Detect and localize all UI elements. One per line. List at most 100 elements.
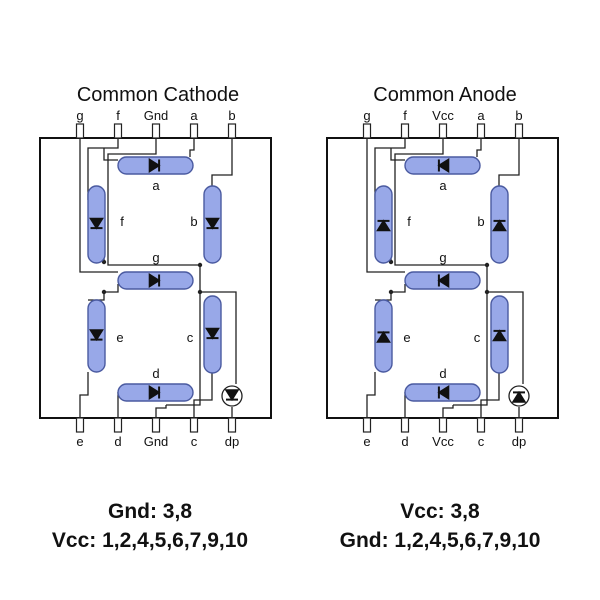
bottom-pin <box>476 417 486 433</box>
wire <box>211 138 233 186</box>
top-pin <box>400 123 410 139</box>
bottom-pin <box>113 417 123 433</box>
top-pin <box>514 123 524 139</box>
wire <box>476 138 482 157</box>
top-pin <box>476 123 486 139</box>
segment-label-f: f <box>120 214 124 229</box>
junction-dot <box>388 289 394 295</box>
top-pin-label: a <box>477 108 485 123</box>
bottom-pin-label: d <box>401 434 408 449</box>
top-pin-label: g <box>76 108 83 123</box>
diode-icon <box>148 273 161 288</box>
diode-icon <box>89 329 104 342</box>
segment-label-b: b <box>190 214 197 229</box>
wire <box>193 370 213 418</box>
diode-icon <box>148 385 161 400</box>
segment-label-e: e <box>403 330 410 345</box>
bottom-pin <box>227 417 237 433</box>
top-pin <box>438 123 448 139</box>
wire <box>166 292 201 406</box>
junction-dot <box>197 262 203 268</box>
diode-icon <box>89 217 104 230</box>
top-pin <box>151 123 161 139</box>
bottom-pin <box>362 417 372 433</box>
wire <box>394 138 488 292</box>
bottom-pin <box>189 417 199 433</box>
wire <box>107 138 201 292</box>
segment-label-b: b <box>477 214 484 229</box>
segment-label-d: d <box>439 366 446 381</box>
wire <box>200 291 237 384</box>
diode-icon <box>492 219 507 232</box>
top-pin-label: Gnd <box>144 108 169 123</box>
cathode-note-gnd: Gnd: 3,8 <box>107 500 192 523</box>
segment-label-c: c <box>187 330 194 345</box>
junction-dot <box>484 262 490 268</box>
wire <box>103 148 118 161</box>
wire <box>480 370 500 418</box>
diode-icon <box>148 158 161 173</box>
anode-note-vcc: Vcc: 3,8 <box>400 500 480 523</box>
wire <box>87 138 119 200</box>
decimal-point-diode-icon <box>224 389 240 402</box>
wire <box>390 148 405 161</box>
top-pin <box>75 123 85 139</box>
segment-label-c: c <box>474 330 481 345</box>
top-pin-label: f <box>403 108 407 123</box>
wire <box>391 284 406 293</box>
wire <box>104 284 119 293</box>
diode-icon <box>437 385 450 400</box>
wire <box>442 405 454 418</box>
bottom-pin <box>400 417 410 433</box>
cathode-note-vcc: Vcc: 1,2,4,5,6,7,9,10 <box>51 529 249 552</box>
bottom-pin <box>151 417 161 433</box>
segment-label-g: g <box>439 250 446 265</box>
wire <box>487 291 524 384</box>
wire <box>366 138 405 273</box>
junction-dot <box>197 289 203 295</box>
top-pin <box>113 123 123 139</box>
junction-dot <box>101 289 107 295</box>
diode-icon <box>376 330 391 343</box>
top-pin-label: f <box>116 108 120 123</box>
diode-icon <box>492 329 507 342</box>
top-pin <box>362 123 372 139</box>
bottom-pin-label: c <box>191 434 198 449</box>
wire <box>366 372 376 418</box>
anode-note-gnd: Gnd: 1,2,4,5,6,7,9,10 <box>339 529 541 552</box>
bottom-pin-label: dp <box>225 434 239 449</box>
diode-icon <box>376 219 391 232</box>
wire <box>453 292 488 406</box>
diagram-title: Common Cathode <box>77 84 239 106</box>
wire <box>155 405 167 418</box>
segment-label-d: d <box>152 366 159 381</box>
bottom-pin-label: e <box>76 434 83 449</box>
bottom-pin-label: dp <box>512 434 526 449</box>
diode-icon <box>437 273 450 288</box>
wire <box>374 138 406 200</box>
bottom-pin-label: c <box>478 434 485 449</box>
diode-icon <box>437 158 450 173</box>
top-pin-label: Vcc <box>432 108 454 123</box>
top-pin-label: b <box>228 108 235 123</box>
cathode-pin-notes: Gnd: 3,8 Vcc: 1,2,4,5,6,7,9,10 <box>0 497 300 555</box>
top-pin <box>189 123 199 139</box>
anode-pin-notes: Vcc: 3,8 Gnd: 1,2,4,5,6,7,9,10 <box>290 497 590 555</box>
top-pin-label: b <box>515 108 522 123</box>
bottom-pin <box>75 417 85 433</box>
segment-label-g: g <box>152 250 159 265</box>
diagram-title: Common Anode <box>373 84 516 106</box>
bottom-pin-label: e <box>363 434 370 449</box>
wire <box>189 138 195 157</box>
diode-icon <box>205 327 220 340</box>
segment-label-a: a <box>152 178 160 193</box>
segment-label-e: e <box>116 330 123 345</box>
segment-label-f: f <box>407 214 411 229</box>
segment-label-a: a <box>439 178 447 193</box>
top-pin <box>227 123 237 139</box>
junction-dot <box>484 289 490 295</box>
bottom-pin-label: Gnd <box>144 434 169 449</box>
